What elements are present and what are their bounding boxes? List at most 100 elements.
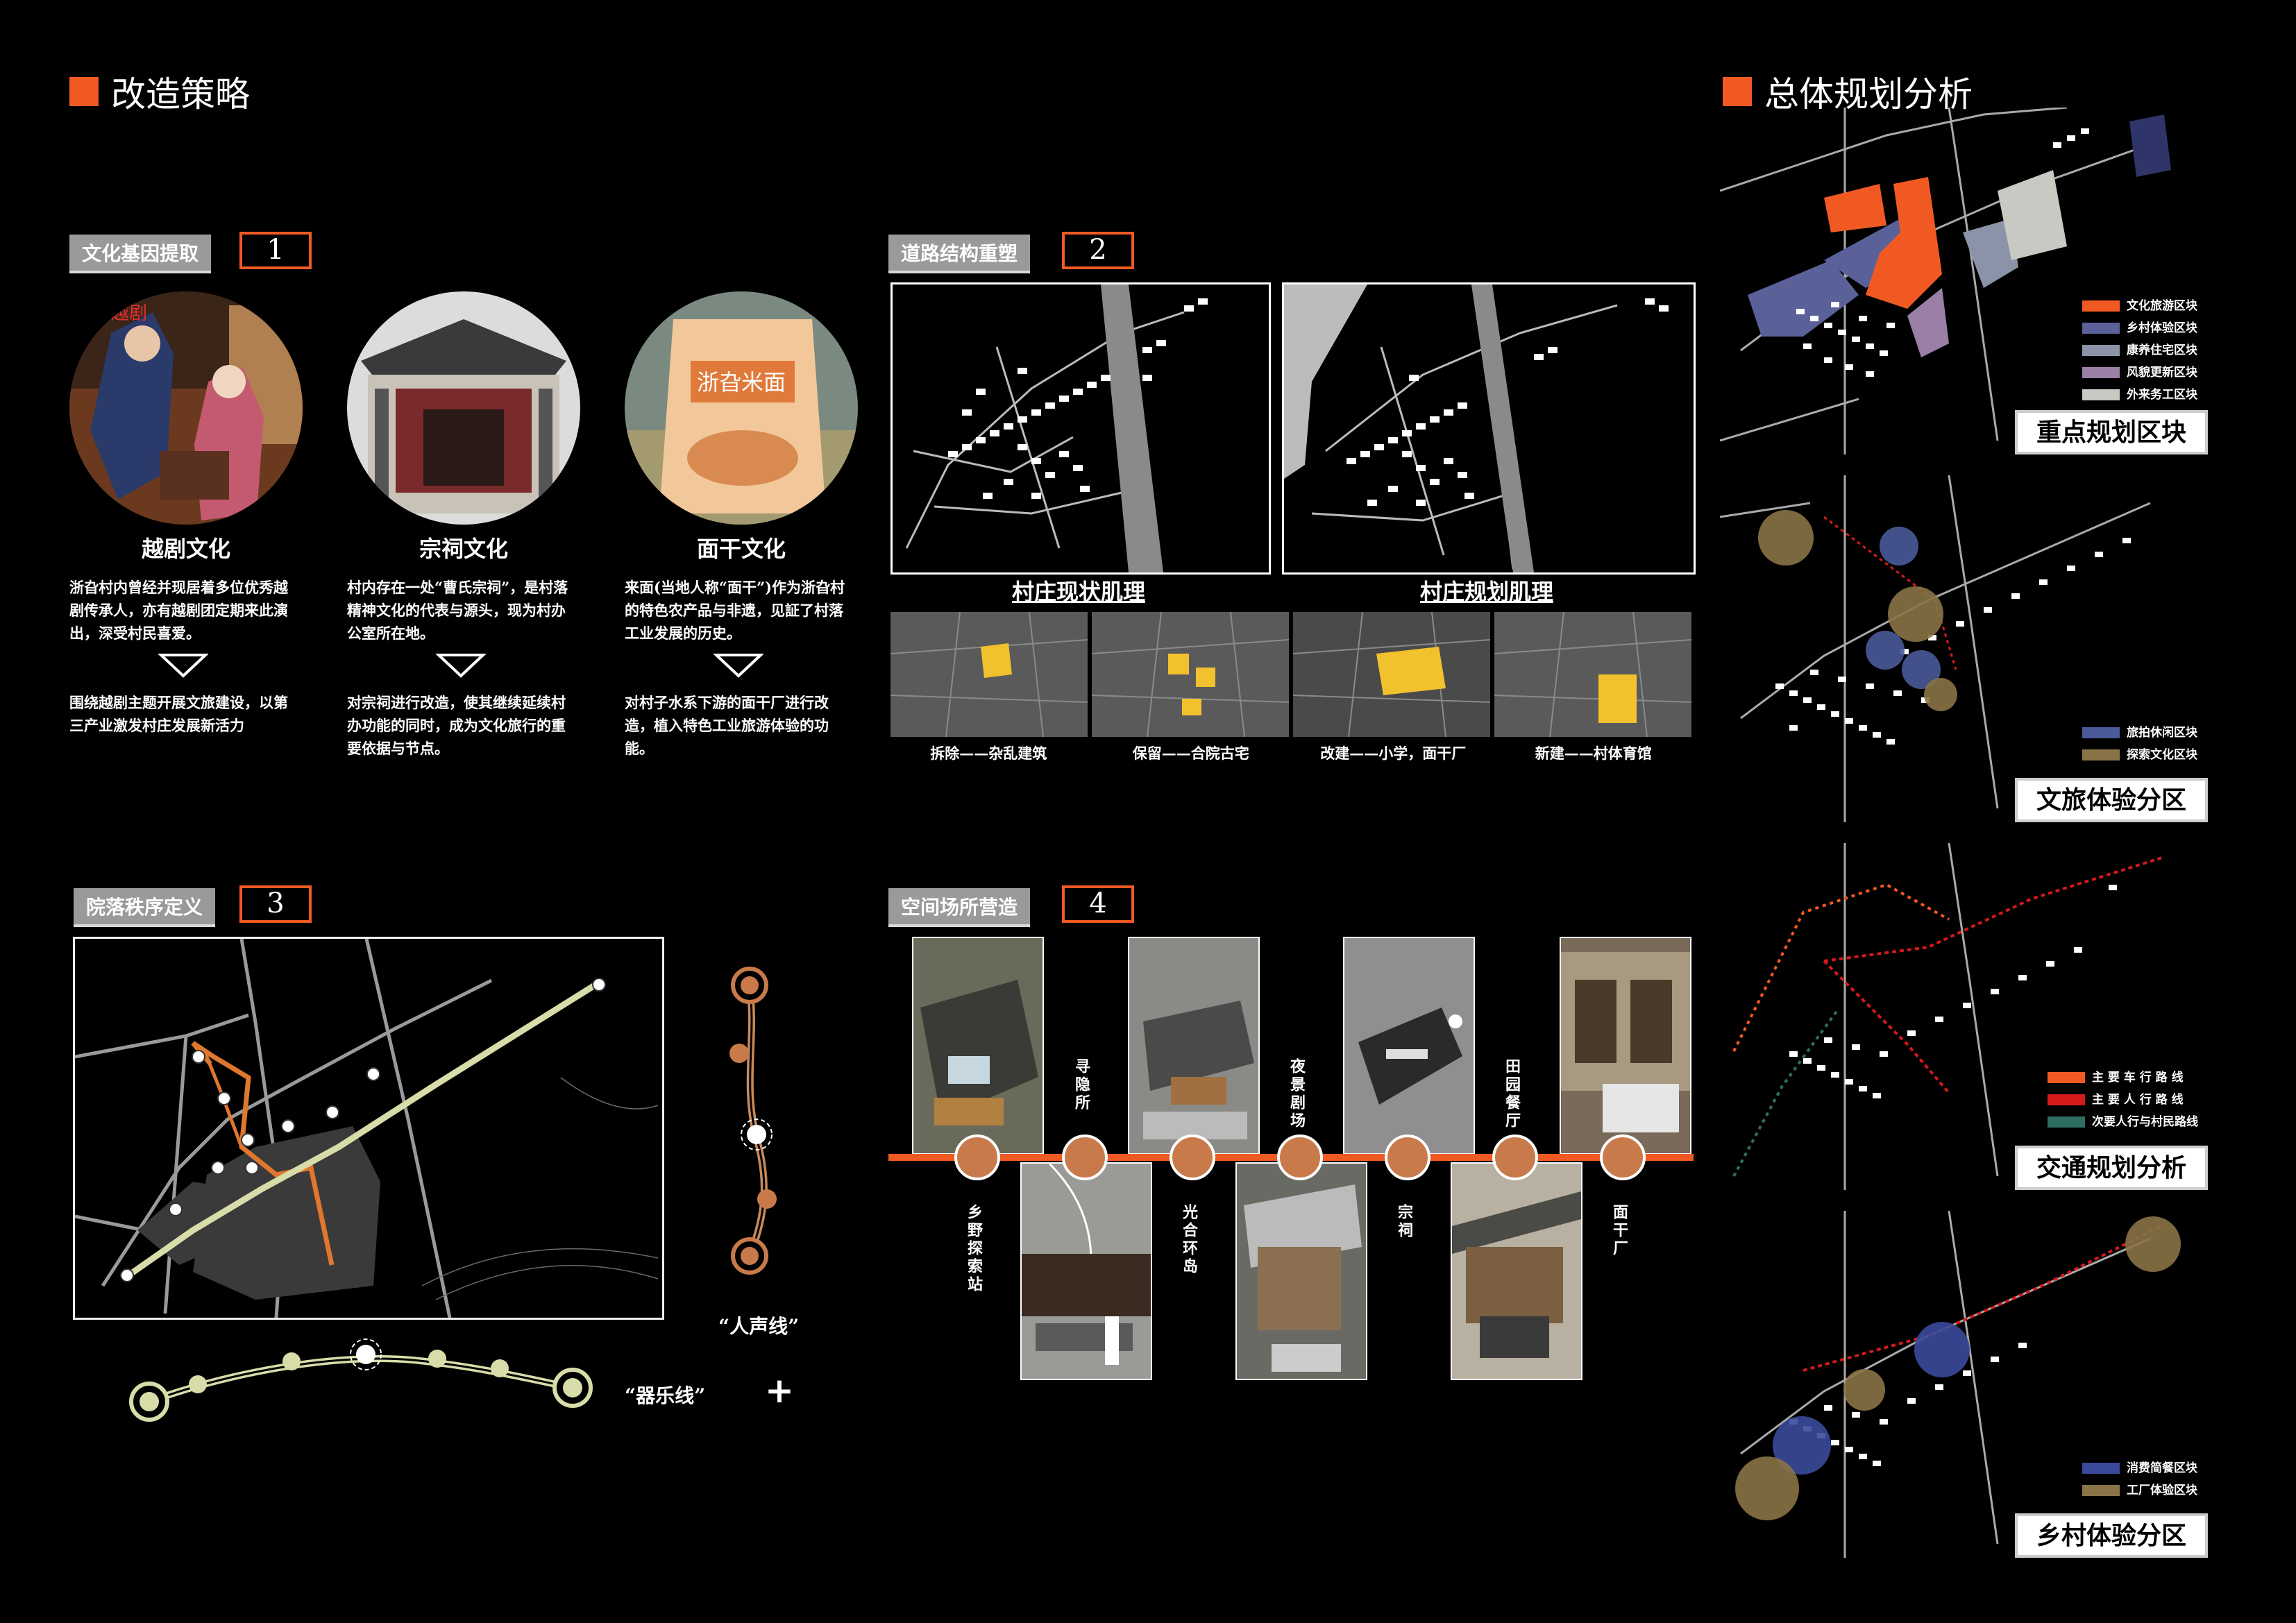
step-tag: 文化基因提取 xyxy=(69,235,212,273)
legend-swatch xyxy=(2048,1116,2085,1128)
legend-item: 风貌更新区块 xyxy=(2082,362,2197,384)
legend-item: 乡村体验区块 xyxy=(2082,317,2197,339)
strategy-caption: 新建——村体育馆 xyxy=(1535,745,1652,762)
legend-swatch xyxy=(2082,300,2120,312)
culture-item: 越剧 越剧文化 浙旮村内曾经并现居着多位优秀越剧传承人，亦有越剧团定期来此演出，… xyxy=(69,291,305,734)
culture-item: 宗祠文化 村内存在一处“曹氏宗祠”，是村落精神文化的代表与源头，现为村办公室所在… xyxy=(347,291,583,757)
opera-photo: 越剧 xyxy=(69,291,303,525)
panel-label: 文旅体验分区 xyxy=(2015,778,2208,822)
legend: 消费简餐区块 工厂体验区块 xyxy=(2082,1457,2197,1502)
panel-label: 重点规划区块 xyxy=(2015,410,2208,454)
down-triangle-icon xyxy=(714,654,763,678)
legend: 文化旅游区块 乡村体验区块 康养住宅区块 风貌更新区块 外来务工区块 xyxy=(2082,295,2197,406)
legend-text: 主 要 车 行 路 线 xyxy=(2092,1071,2184,1085)
legend-item: 外来务工区块 xyxy=(2082,384,2197,406)
plan-map-label: 村庄规划肌理 xyxy=(1419,579,1553,605)
right-title-text: 总体规划分析 xyxy=(1764,74,1973,114)
down-triangle-icon xyxy=(158,654,208,678)
legend-text: 主 要 人 行 路 线 xyxy=(2092,1093,2184,1107)
courtyard-order-map xyxy=(73,937,664,1320)
place-label: 光合环岛 xyxy=(1180,1204,1198,1276)
left-title-text: 改造策略 xyxy=(111,74,250,114)
place-label: 寻隐所 xyxy=(1072,1058,1090,1112)
legend: 主 要 车 行 路 线 主 要 人 行 路 线 次要人行与村民路线 xyxy=(2048,1067,2198,1133)
legend-swatch xyxy=(2082,727,2120,738)
culture-action: 对宗祠进行改造，使其继续延续村办功能的同时，成为文化旅行的重要依据与节点。 xyxy=(347,694,566,757)
legend-swatch xyxy=(2048,1094,2085,1105)
legend-item: 次要人行与村民路线 xyxy=(2048,1111,2198,1133)
instrument-line-diagram xyxy=(121,1332,607,1429)
legend-item: 工厂体验区块 xyxy=(2082,1479,2197,1502)
culture-item: 浙旮米面 面干文化 来面(当地人称“面干”)作为浙旮村的特色农产品与非遗，见証了… xyxy=(625,291,861,757)
culture-name: 越剧文化 xyxy=(141,536,230,562)
title-square-icon xyxy=(1723,77,1752,106)
step-number: 3 xyxy=(239,885,312,923)
legend-text: 消费简餐区块 xyxy=(2127,1461,2197,1475)
place-photo xyxy=(1451,1162,1582,1380)
legend-item: 旅拍休闲区块 xyxy=(2082,722,2197,744)
legend-text: 风貌更新区块 xyxy=(2127,366,2197,380)
legend-swatch xyxy=(2082,345,2120,356)
place-photo xyxy=(1235,1162,1367,1380)
place-label: 田园餐厅 xyxy=(1503,1058,1521,1130)
legend-item: 消费简餐区块 xyxy=(2082,1457,2197,1479)
step-tag: 空间场所营造 xyxy=(888,888,1031,927)
title-square-icon xyxy=(69,77,99,106)
step-number: 2 xyxy=(1062,232,1134,269)
place-photo xyxy=(1343,937,1475,1155)
right-section-title: 总体规划分析 xyxy=(1723,67,1973,117)
timeline-nodes xyxy=(954,1135,1646,1180)
step-number: 1 xyxy=(239,232,312,269)
legend-swatch xyxy=(2082,1463,2120,1474)
legend-text: 工厂体验区块 xyxy=(2127,1484,2197,1497)
place-photo xyxy=(1128,937,1260,1155)
culture-description: 来面(当地人称“面干”)作为浙旮村的特色农产品与非遗，见証了村落工业发展的历史。 xyxy=(625,579,845,642)
strategy-captions: 拆除——杂乱建筑 保留——合院古宅 改建——小学，面干厂 新建——村体育馆 xyxy=(890,742,1691,767)
ancestral-hall-photo xyxy=(347,291,580,525)
legend-text: 旅拍休闲区块 xyxy=(2127,726,2197,740)
legend-text: 文化旅游区块 xyxy=(2127,299,2197,313)
place-photo xyxy=(1560,937,1691,1155)
culture-action: 对村子水系下游的面干厂进行改造，植入特色工业旅游体验的功能。 xyxy=(625,694,829,757)
culture-name: 面干文化 xyxy=(696,536,786,562)
place-photo xyxy=(1020,1162,1152,1380)
strategy-caption: 改建——小学，面干厂 xyxy=(1320,745,1467,762)
strategy-caption: 保留——合院古宅 xyxy=(1132,745,1249,762)
place-photo xyxy=(912,937,1044,1155)
legend-text: 次要人行与村民路线 xyxy=(2092,1115,2198,1129)
legend-text: 外来务工区块 xyxy=(2127,388,2197,402)
place-label: 夜景剧场 xyxy=(1288,1058,1306,1130)
opera-photo-text: 越剧 xyxy=(111,303,147,324)
strategy-thumbnails xyxy=(890,611,1692,738)
village-current-map xyxy=(890,282,1271,575)
instrument-line-label: “器乐线” xyxy=(625,1384,706,1407)
legend-text: 康养住宅区块 xyxy=(2127,343,2197,357)
culture-name: 宗祠文化 xyxy=(419,536,508,562)
culture-action: 围绕越剧主题开展文旅建设，以第三产业激发村庄发展新活力 xyxy=(69,694,288,734)
step-tag: 道路结构重塑 xyxy=(888,235,1031,273)
legend-text: 乡村体验区块 xyxy=(2127,321,2197,335)
legend-item: 主 要 人 行 路 线 xyxy=(2048,1089,2198,1111)
place-label: 面干厂 xyxy=(1610,1204,1628,1258)
space-place-diagram: 寻隐所 夜景剧场 田园餐厅 乡野探索站 光合环岛 宗祠 面干厂 xyxy=(888,933,1694,1380)
culture-description: 浙旮村内曾经并现居着多位优秀越剧传承人，亦有越剧团定期来此演出，深受村民喜爱。 xyxy=(69,579,288,642)
plus-icon: + xyxy=(765,1370,794,1411)
panel-label: 乡村体验分区 xyxy=(2015,1513,2208,1558)
legend-swatch xyxy=(2082,389,2120,400)
legend-item: 探索文化区块 xyxy=(2082,744,2197,766)
voice-line-label: “人声线” xyxy=(718,1315,800,1338)
culture-description: 村内存在一处“曹氏宗祠”，是村落精神文化的代表与源头，现为村办公室所在地。 xyxy=(347,579,568,642)
legend: 旅拍休闲区块 探索文化区块 xyxy=(2082,722,2197,766)
legend-swatch xyxy=(2082,323,2120,334)
legend-swatch xyxy=(2048,1072,2085,1083)
culture-extraction: 越剧 越剧文化 浙旮村内曾经并现居着多位优秀越剧传承人，亦有越剧团定期来此演出，… xyxy=(69,291,868,777)
strategy-caption: 拆除——杂乱建筑 xyxy=(930,745,1047,762)
voice-line-diagram xyxy=(715,958,798,1284)
legend-item: 主 要 车 行 路 线 xyxy=(2048,1067,2198,1089)
panel-label: 交通规划分析 xyxy=(2015,1146,2208,1190)
place-label: 乡野探索站 xyxy=(965,1204,983,1294)
legend-swatch xyxy=(2082,749,2120,760)
legend-swatch xyxy=(2082,367,2120,378)
village-plan-map xyxy=(1282,282,1696,575)
left-section-title: 改造策略 xyxy=(69,67,250,117)
